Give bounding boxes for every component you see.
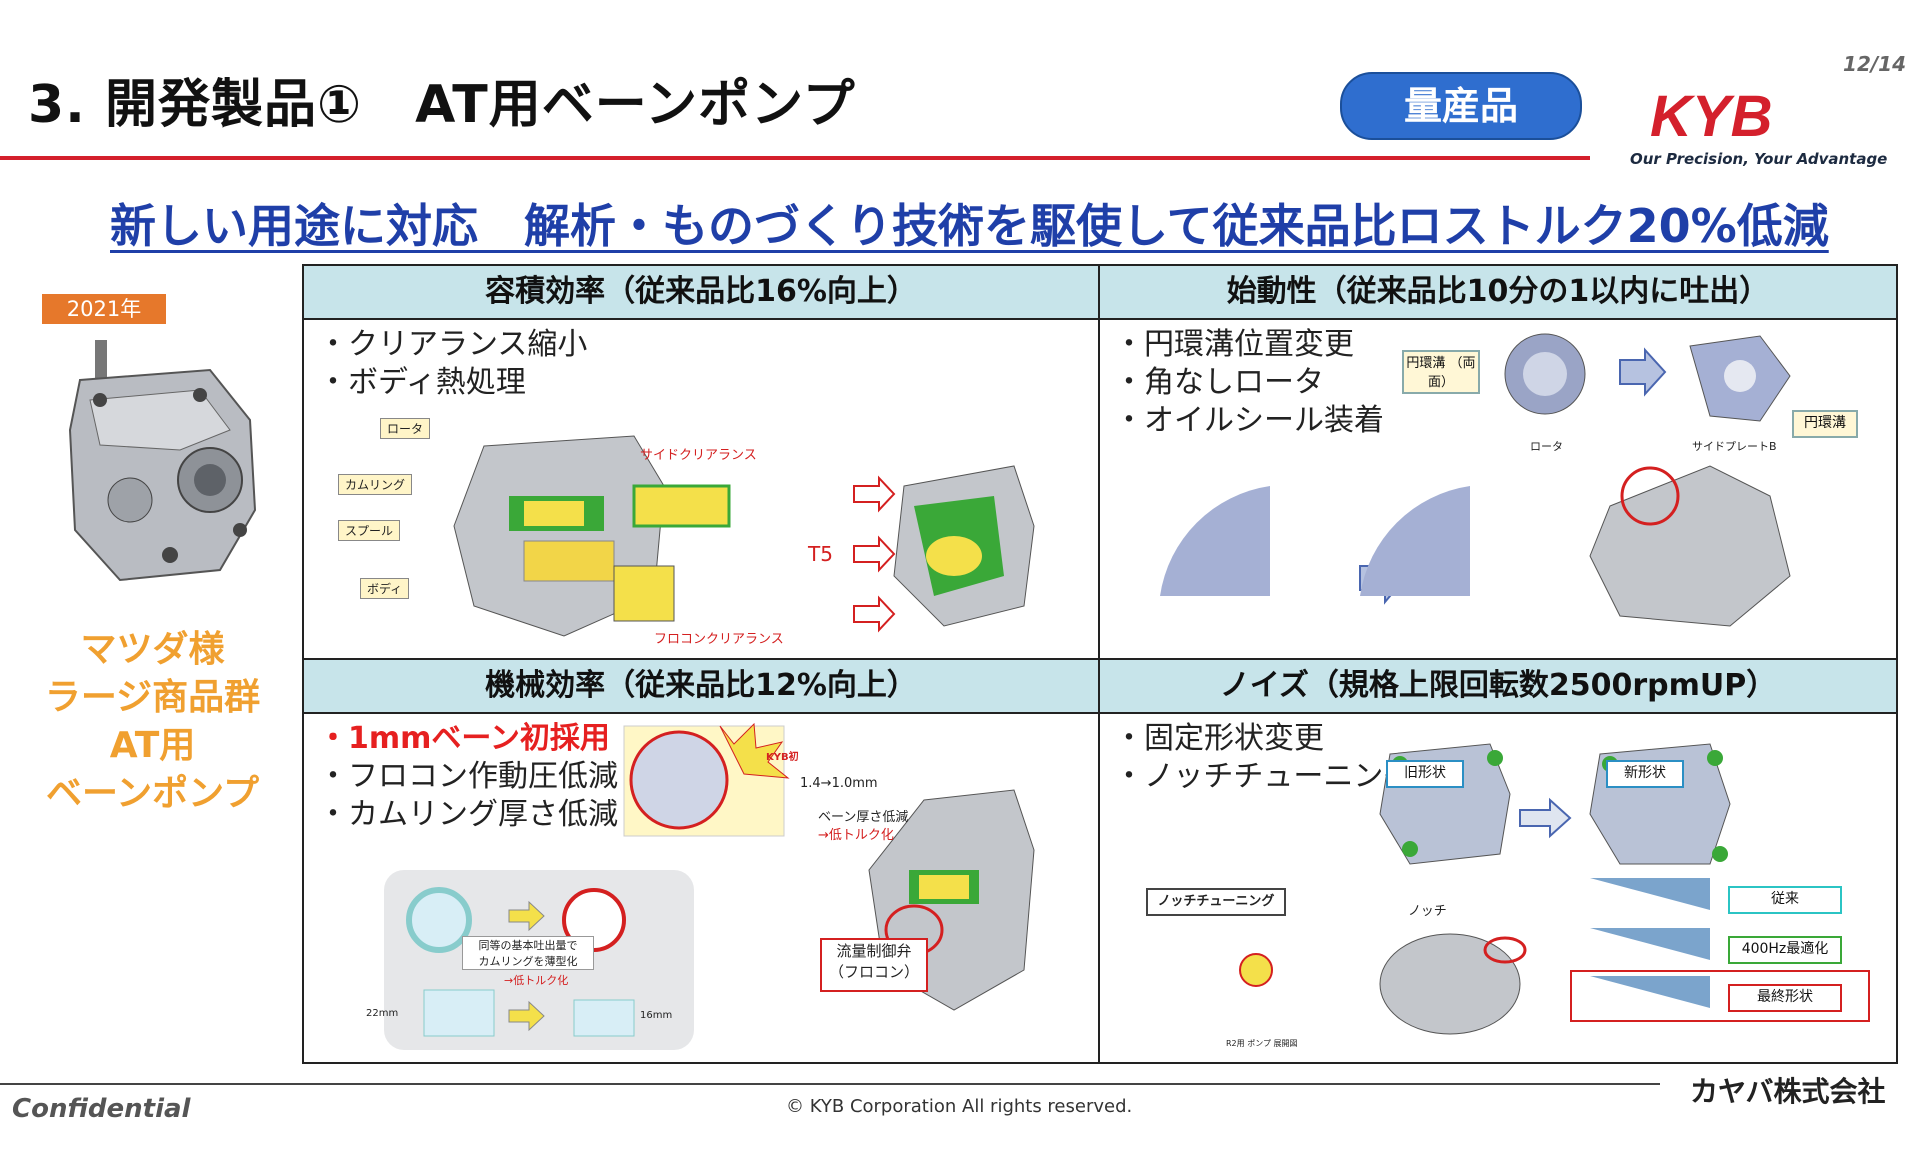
label-vane-dim: 1.4→1.0mm (800, 776, 878, 791)
panel-mechanical-efficiency: 機械効率（従来品比12%向上） ・1mmベーン初採用 ・フロコン作動圧低減 ・カ… (304, 660, 1098, 1062)
bullet: ・フロコン作動圧低減 (318, 759, 618, 794)
customer-line-2: ラージ商品群 (44, 677, 261, 718)
customer-line-1: マツダ様 (80, 629, 225, 670)
label-vane-thin: ベーン厚さ低減 (818, 810, 909, 825)
label-dim-16: 16mm (640, 1010, 673, 1021)
bullet: ・クリアランス縮小 (318, 327, 588, 362)
grid-divider-vertical (1098, 266, 1100, 1062)
slogan: Our Precision, Your Advantage (1630, 150, 1888, 168)
bullet: ・ボディ熱処理 (318, 365, 526, 400)
label-caption: R2用 ポンプ 展開図 (1226, 1039, 1298, 1048)
label-final-shape: 最終形状 (1728, 984, 1842, 1012)
label-notch: ノッチ (1408, 904, 1447, 919)
status-badge: 量産品 (1340, 72, 1582, 140)
title-divider (0, 156, 1590, 160)
bullet: ・円環溝位置変更 (1114, 327, 1354, 362)
kyb-logo: KYB (1650, 84, 1772, 149)
label-frocon-clearance: フロコンクリアランス (654, 632, 784, 647)
grid-divider-horizontal (304, 658, 1896, 660)
panel-header: ノイズ（規格上限回転数2500rpmUP） (1100, 660, 1896, 714)
panel-header: 容積効率（従来品比16%向上） (304, 266, 1098, 320)
feature-grid: 容積効率（従来品比16%向上） ・クリアランス縮小 ・ボディ熱処理 ロータ カム… (302, 264, 1898, 1064)
confidential-label: Confidential (12, 1094, 191, 1124)
label-notch-tuning: ノッチチューニング (1146, 888, 1286, 916)
page-title: 3. 開発製品① AT用ベーンポンプ (28, 75, 856, 135)
noise-diagram (1239, 743, 1731, 1035)
label-side-clearance: サイドクリアランス (640, 448, 757, 463)
final-shape-frame (1570, 970, 1870, 1022)
panel-volumetric-efficiency: 容積効率（従来品比16%向上） ・クリアランス縮小 ・ボディ熱処理 ロータ カム… (304, 266, 1098, 658)
label-kyb-first: KYB初 (766, 752, 799, 763)
headline: 新しい用途に対応 解析・ものづくり技術を駆使して従来品比ロストルク20%低減 (110, 199, 1829, 253)
footer-divider (0, 1083, 1660, 1085)
bullet: ・固定形状変更 (1114, 721, 1324, 756)
label-new-shape: 新形状 (1606, 760, 1684, 788)
panel-header: 機械効率（従来品比12%向上） (304, 660, 1098, 714)
panel-header: 始動性（従来品比10分の1以内に吐出） (1100, 266, 1896, 320)
label-cam-torque: →低トルク化 (504, 974, 569, 987)
panel-noise: ノイズ（規格上限回転数2500rpmUP） ・固定形状変更 ・ノッチチューニング… (1100, 660, 1896, 1062)
mechanical-diagram (384, 722, 1035, 1050)
label-cam-note: 同等の基本吐出量で カムリングを薄型化 (462, 936, 594, 970)
label-side-plate: サイドプレートB (1692, 440, 1777, 453)
page-number: 12/14 (1843, 52, 1906, 76)
year-tag: 2021年 (42, 294, 166, 324)
label-cam-ring: カムリング (338, 474, 413, 495)
logo-text: KYB (1650, 84, 1772, 149)
panel-startup: 始動性（従来品比10分の1以内に吐出） ・円環溝位置変更 ・角なしロータ ・オイ… (1100, 266, 1896, 658)
customer-line-3: AT用 (109, 725, 196, 766)
label-body: ボディ (360, 578, 410, 599)
clearance-diagram (453, 435, 1035, 637)
label-400hz: 400Hz最適化 (1728, 936, 1842, 964)
label-flow-valve: 流量制御弁 （フロコン） (820, 938, 928, 992)
label-rotor: ロータ (1530, 440, 1563, 453)
label-old-shape: 旧形状 (1386, 760, 1464, 788)
startup-diagram (1160, 333, 1791, 627)
bullet-highlight: ・1mmベーン初採用 (318, 721, 610, 756)
copyright: © KYB Corporation All rights reserved. (786, 1096, 1133, 1117)
label-vane-torque: →低トルク化 (818, 828, 894, 843)
label-dim-22: 22mm (366, 1008, 399, 1019)
label-groove-both: 円環溝 （両面） (1402, 350, 1480, 394)
label-conventional: 従来 (1728, 886, 1842, 914)
label-spool: スプール (338, 520, 401, 541)
bullet: ・カムリング厚さ低減 (318, 797, 618, 832)
company-name: カヤバ株式会社 (1690, 1075, 1886, 1108)
bullet: ・オイルシール装着 (1114, 403, 1384, 438)
label-groove: 円環溝 (1792, 410, 1858, 438)
vane-pump-image (68, 340, 257, 582)
label-t5: T5 (808, 542, 833, 566)
bullet: ・ノッチチューニング (1114, 759, 1414, 794)
bullet: ・角なしロータ (1114, 365, 1324, 400)
label-rotor: ロータ (380, 418, 431, 439)
customer-line-4: ベーンポンプ (45, 773, 260, 814)
